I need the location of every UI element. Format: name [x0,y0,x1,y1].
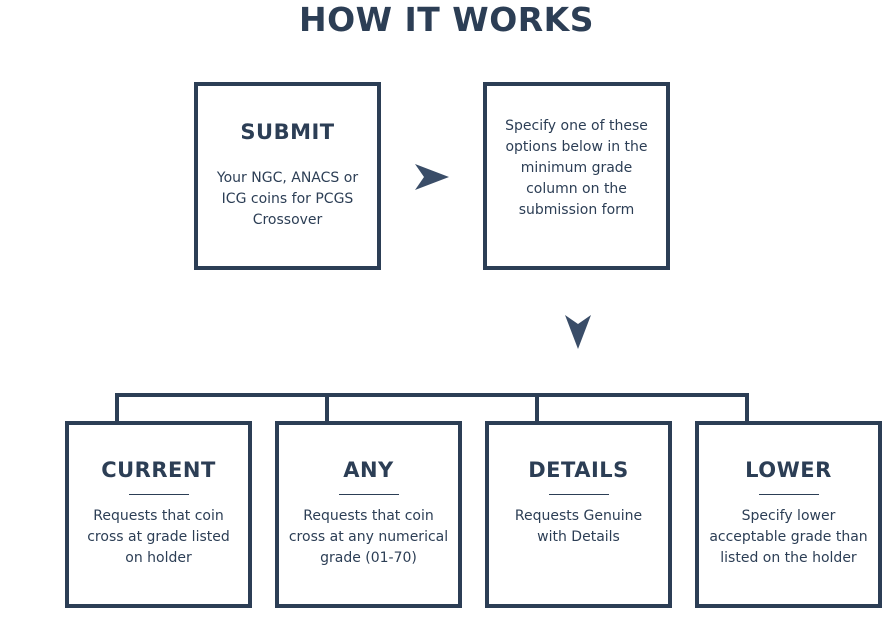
option-text: Requests that coin cross at grade listed… [87,508,230,566]
option-text: Requests Genuine with Details [514,508,643,545]
option-box-any: ANY Requests that coin cross at any nume… [275,421,462,608]
heading-divider [128,494,189,495]
option-box-details: DETAILS Requests Genuine with Details [485,421,672,608]
connector-drop-details [535,393,539,423]
heading-divider [758,494,819,495]
submit-heading: SUBMIT [240,120,335,144]
submit-box: SUBMIT Your NGC, ANACS or ICG coins for … [194,82,381,270]
option-heading: DETAILS [528,458,629,482]
option-box-lower: LOWER Specify lower acceptable grade tha… [695,421,882,608]
arrowhead-down-icon [565,315,591,349]
connector-horizontal [115,393,749,397]
option-heading: ANY [343,458,394,482]
arrowhead-right-icon [415,164,449,190]
heading-divider [548,494,609,495]
option-box-current: CURRENT Requests that coin cross at grad… [65,421,252,608]
submit-text: Your NGC, ANACS or ICG coins for PCGS Cr… [216,170,359,228]
connector-drop-lower [745,393,749,423]
specify-text: Specify one of these options below in th… [505,118,648,218]
connector-drop-any [325,393,329,423]
heading-divider [338,494,399,495]
option-text: Specify lower acceptable grade than list… [709,508,868,566]
specify-box: Specify one of these options below in th… [483,82,670,270]
option-heading: LOWER [745,458,832,482]
connector-drop-current [115,393,119,423]
option-heading: CURRENT [101,458,216,482]
option-text: Requests that coin cross at any numerica… [288,508,449,566]
page-title: HOW IT WORKS [298,0,595,39]
